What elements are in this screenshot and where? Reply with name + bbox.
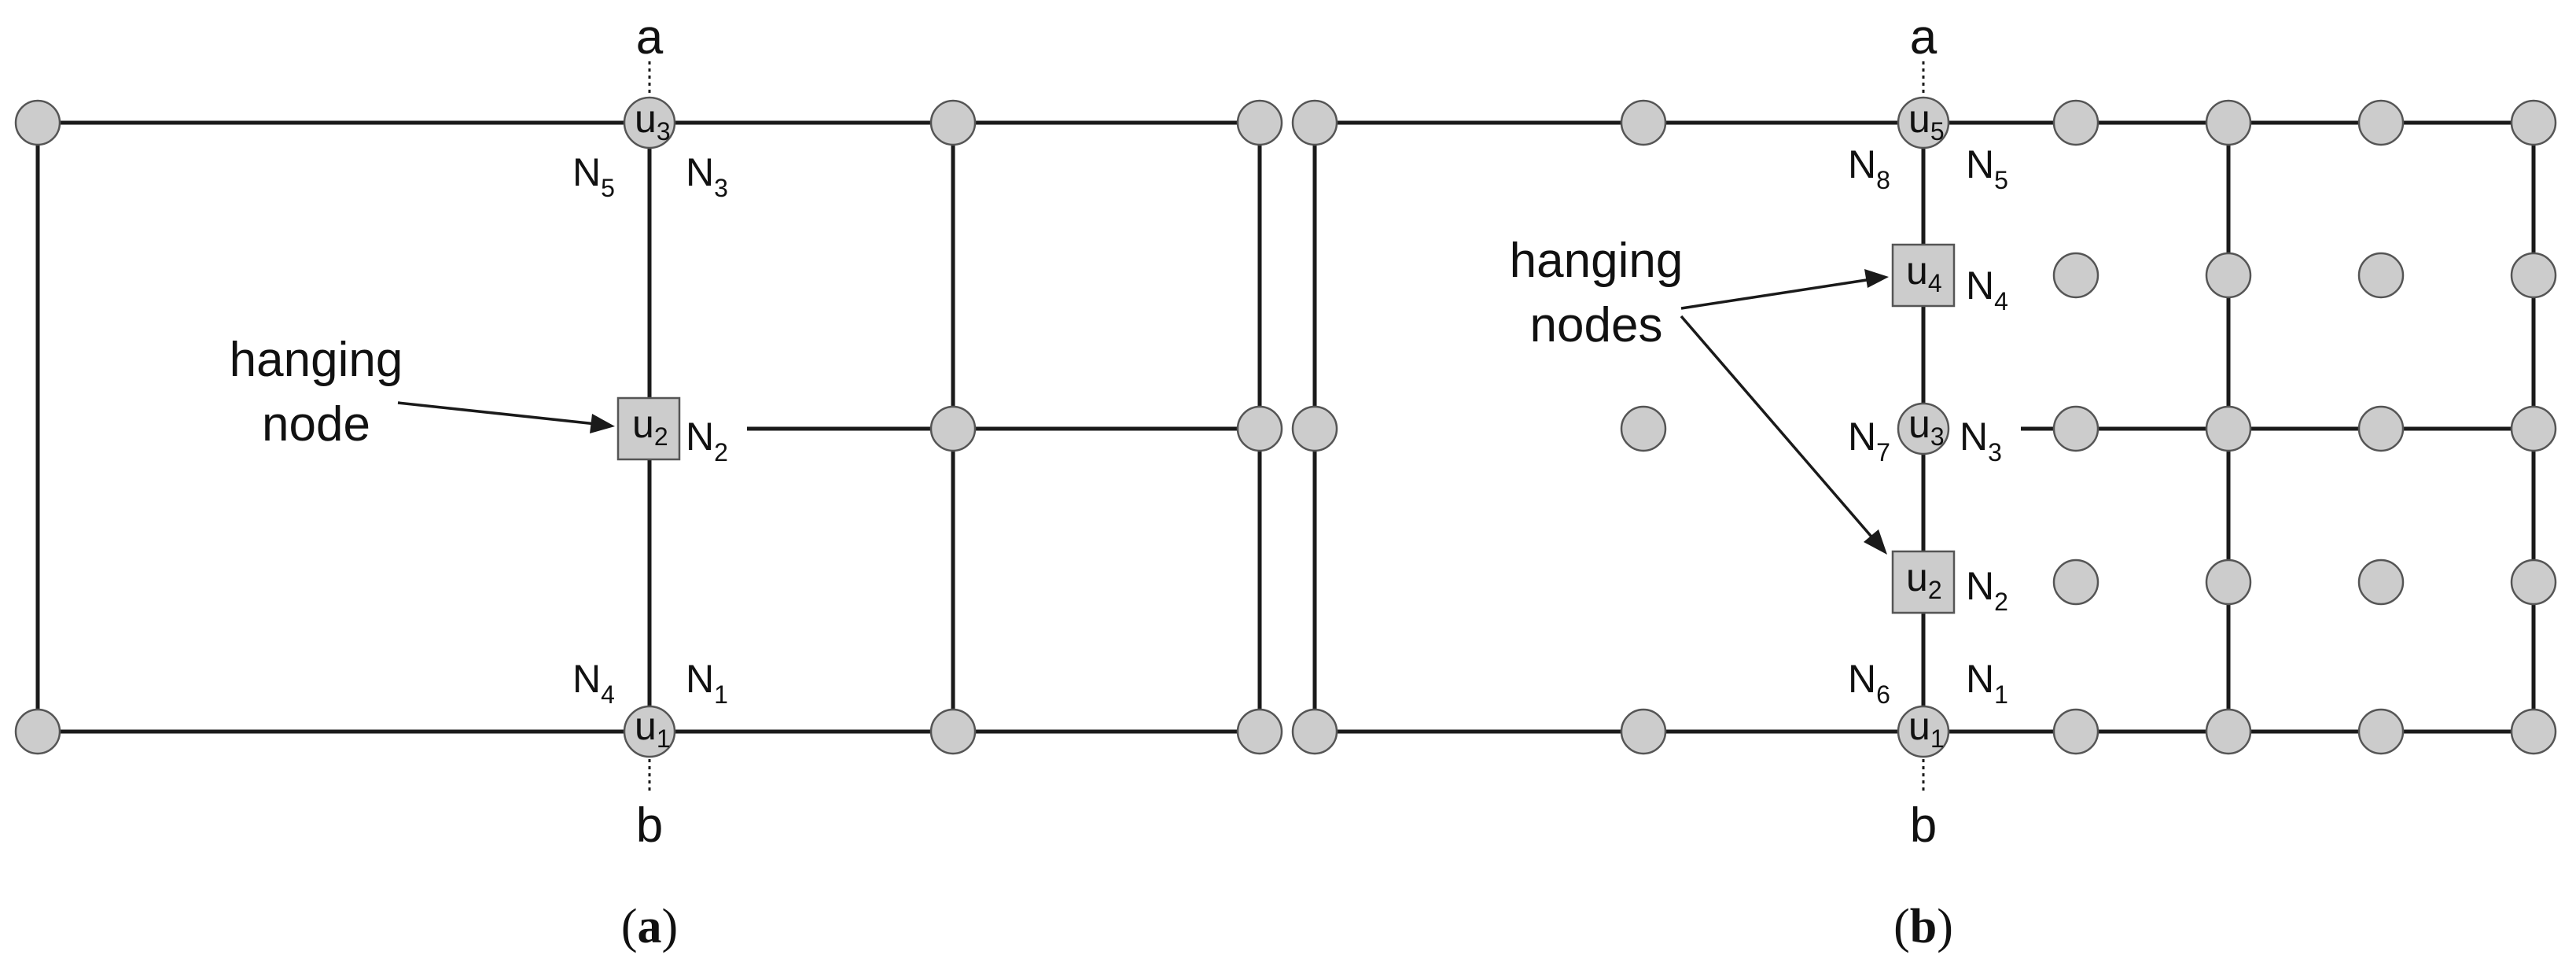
panel-b-node — [2357, 252, 2405, 299]
panel-b-n-label: N4 — [1966, 264, 2008, 315]
panel-b-hanging-node-u4 — [1891, 243, 1956, 308]
panel-b-n-label: N6 — [1848, 657, 1890, 709]
panel-a-annotation-line2: node — [262, 397, 370, 452]
panel-b-node — [1620, 99, 1667, 146]
panel-b-node — [1291, 708, 1338, 755]
panel-a-node — [1236, 708, 1283, 755]
panel-b-n-label: N3 — [1960, 415, 2002, 466]
panel-b-nodes — [1291, 96, 2557, 758]
panel-a-node-u3 — [623, 96, 676, 149]
panel-a-u-label: u1 — [635, 704, 671, 753]
panel-b-node — [2357, 99, 2405, 146]
panel-a-top-label: a — [636, 10, 664, 65]
panel-a-n-label: N1 — [686, 657, 728, 709]
panel-a-u-label: u3 — [635, 97, 671, 146]
panel-a-node — [929, 99, 977, 146]
panel-b-node — [2357, 559, 2405, 606]
panel-b-node — [2205, 708, 2252, 755]
panel-b-n-label: N8 — [1848, 142, 1890, 194]
panel-b-u-label: u4 — [1906, 249, 1942, 297]
panel-b-annotation-line1: hanging — [1510, 234, 1684, 288]
panel-b-node — [2510, 252, 2557, 299]
panel-b-n-label: N7 — [1848, 415, 1890, 466]
panel-b-node — [2052, 708, 2099, 755]
panel-b-annotation-arrow-upper — [1680, 278, 1872, 310]
panel-a-node — [929, 708, 977, 755]
panel-b-node — [2205, 559, 2252, 606]
panel-b-node — [2205, 252, 2252, 299]
panel-b-node — [1291, 405, 1338, 452]
panel-b-node — [2205, 405, 2252, 452]
panel-b-u-label: u1 — [1908, 704, 1945, 753]
panel-b-node — [2510, 708, 2557, 755]
panel-b-bottom-label: b — [1910, 798, 1937, 853]
panel-b-top-label: a — [1910, 10, 1938, 65]
panel-a: a b u3 u2 u1 N5 N3 N2 N4 N1 hanging node… — [14, 10, 1283, 953]
panel-b-node — [2510, 559, 2557, 606]
panel-b-node — [1291, 99, 1338, 146]
panel-b-node — [2205, 99, 2252, 146]
panel-a-node — [929, 405, 977, 452]
panel-b-node — [2510, 405, 2557, 452]
panel-b-node — [1620, 405, 1667, 452]
panel-b-node-u5 — [1897, 96, 1950, 149]
panel-b-n-label: N5 — [1966, 142, 2008, 194]
panel-a-node — [1236, 405, 1283, 452]
panel-b: a b u5 u4 u3 u2 u1 N8 N5 N4 N7 N3 N2 N6 … — [1291, 10, 2557, 953]
panel-b-caption: (b) — [1893, 900, 1953, 953]
panel-b-node — [2052, 405, 2099, 452]
panel-b-arrow-head-upper-icon — [1864, 269, 1889, 288]
panel-b-node — [2052, 252, 2099, 299]
panel-b-node — [1620, 708, 1667, 755]
panel-b-node-u3 — [1897, 402, 1950, 455]
panel-b-node — [2052, 99, 2099, 146]
panel-b-node — [2052, 559, 2099, 606]
panel-b-node-u1 — [1897, 705, 1950, 758]
panel-a-hanging-node-u2 — [616, 396, 681, 461]
panel-a-nodes — [14, 96, 1283, 758]
panel-a-node — [14, 708, 61, 755]
panel-a-n-label: N4 — [572, 657, 615, 709]
panel-a-caption: (a) — [621, 900, 678, 953]
panel-a-bottom-label: b — [636, 798, 663, 853]
panel-a-annotation-line1: hanging — [230, 333, 403, 387]
panel-b-u-label: u2 — [1906, 555, 1942, 604]
panel-a-node — [14, 99, 61, 146]
panel-a-n-label: N3 — [686, 150, 728, 202]
panel-b-node — [2357, 405, 2405, 452]
panel-b-node — [2510, 99, 2557, 146]
panel-b-u-label: u3 — [1908, 402, 1945, 451]
panel-a-arrow-head-icon — [590, 414, 615, 433]
panel-b-arrow-head-lower-icon — [1864, 529, 1887, 555]
panel-a-node — [1236, 99, 1283, 146]
panel-a-u-label: u2 — [632, 402, 668, 451]
panel-b-annotation-line2: nodes — [1530, 298, 1663, 352]
panel-b-annotation-arrow-lower — [1680, 315, 1877, 543]
panel-b-node — [2357, 708, 2405, 755]
panel-b-n-label: N1 — [1966, 657, 2008, 709]
panel-a-annotation-arrow — [397, 401, 597, 426]
panel-a-n-label: N2 — [686, 415, 728, 466]
panel-b-u-label: u5 — [1908, 97, 1945, 146]
panel-b-n-label: N2 — [1966, 564, 2008, 616]
panel-b-hanging-node-u2 — [1891, 550, 1956, 614]
panel-a-n-label: N5 — [572, 150, 615, 202]
panel-a-node-u1 — [623, 705, 676, 758]
